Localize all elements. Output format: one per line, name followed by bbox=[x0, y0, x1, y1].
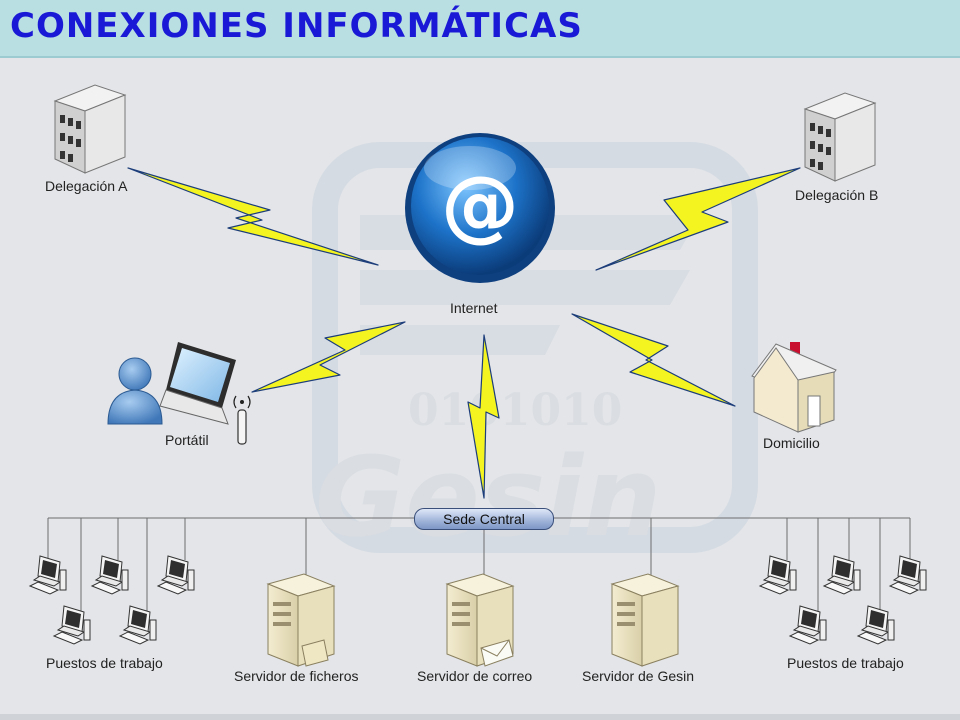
laptop-icon[interactable] bbox=[159, 342, 236, 425]
workstations bbox=[28, 555, 927, 645]
label-portatil: Portátil bbox=[165, 432, 209, 448]
label-delegacion-b: Delegación B bbox=[795, 187, 879, 203]
at-globe-icon[interactable]: @ bbox=[405, 133, 555, 283]
workstation-icon[interactable] bbox=[156, 555, 195, 595]
workstation-icon[interactable] bbox=[52, 605, 91, 645]
label-servidor-ficheros: Servidor de ficheros bbox=[234, 668, 359, 684]
label-puestos-derecha: Puestos de trabajo bbox=[787, 655, 904, 671]
label-puestos-izquierda: Puestos de trabajo bbox=[46, 655, 163, 671]
footer-strip bbox=[0, 714, 960, 720]
network-diagram: 0101010 Gesin @ bbox=[28, 84, 927, 667]
workstation-icon[interactable] bbox=[788, 605, 827, 645]
header-bar: CONEXIONES INFORMÁTICAS bbox=[0, 0, 960, 58]
lightning-icon bbox=[251, 321, 406, 393]
page-title: CONEXIONES INFORMÁTICAS bbox=[10, 6, 583, 46]
house-icon[interactable] bbox=[751, 342, 837, 433]
workstation-icon[interactable] bbox=[758, 555, 797, 595]
user-icon[interactable] bbox=[107, 357, 163, 425]
workstation-icon[interactable] bbox=[90, 555, 129, 595]
building-icon[interactable] bbox=[803, 92, 877, 182]
building-icon[interactable] bbox=[53, 84, 127, 174]
label-delegacion-a: Delegación A bbox=[45, 178, 128, 194]
workstation-icon[interactable] bbox=[822, 555, 861, 595]
lightning-icon bbox=[127, 167, 379, 266]
lightning-icon bbox=[467, 334, 500, 499]
server-icon[interactable] bbox=[610, 573, 680, 667]
workstation-icon[interactable] bbox=[888, 555, 927, 595]
watermark-word: Gesin bbox=[315, 433, 661, 561]
label-servidor-gesin: Servidor de Gesin bbox=[582, 668, 695, 684]
lightning-links bbox=[127, 167, 801, 499]
workstation-icon[interactable] bbox=[856, 605, 895, 645]
watermark-digits: 0101010 bbox=[408, 385, 622, 436]
workstation-icon[interactable] bbox=[28, 555, 67, 595]
svg-text:@: @ bbox=[441, 161, 519, 251]
antenna-icon[interactable] bbox=[233, 395, 251, 445]
sede-central-label[interactable]: Sede Central bbox=[414, 508, 554, 530]
label-domicilio: Domicilio bbox=[763, 435, 820, 451]
lightning-icon bbox=[571, 313, 736, 407]
network-bus bbox=[47, 517, 911, 612]
server-icon[interactable] bbox=[445, 573, 515, 667]
server-icon[interactable] bbox=[266, 573, 336, 667]
label-servidor-correo: Servidor de correo bbox=[417, 668, 533, 684]
workstation-icon[interactable] bbox=[118, 605, 157, 645]
lightning-icon bbox=[595, 167, 801, 271]
label-internet: Internet bbox=[450, 300, 498, 316]
